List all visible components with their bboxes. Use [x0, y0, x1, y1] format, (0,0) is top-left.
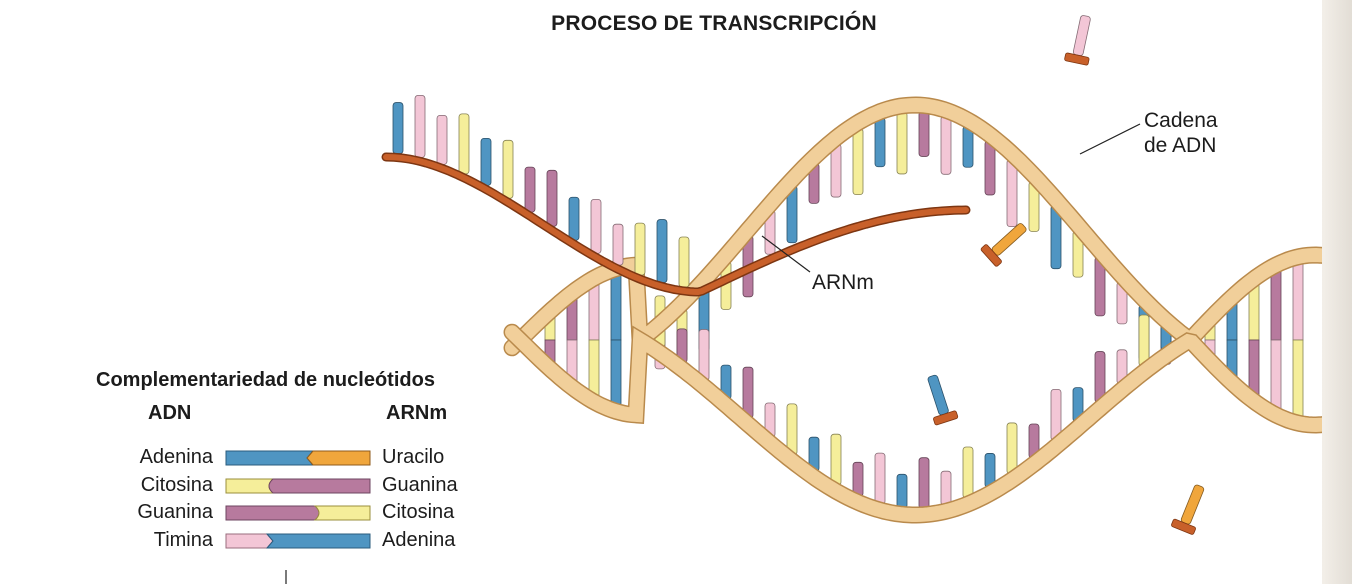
- legend-pair-cytosine-guanine: Citosina Guanina: [0, 473, 520, 501]
- legend-title: Complementariedad de nucleótidos: [96, 369, 435, 391]
- pair-bar-thymine-adenine: [225, 533, 371, 549]
- dna-base: [830, 433, 842, 486]
- mrna-base: [524, 166, 536, 213]
- pair-bar-cytosine-guanine: [225, 478, 371, 494]
- dna-base: [610, 274, 622, 341]
- mrna-base: [590, 198, 602, 254]
- dna-base: [984, 140, 996, 196]
- free-nucleotide-base: [991, 223, 1027, 256]
- dna-base: [962, 125, 974, 168]
- legend-pair-adenine-uracil: Adenina Uracilo: [0, 445, 520, 473]
- mrna-base: [656, 219, 668, 283]
- dna-base: [918, 457, 930, 510]
- mrna-backbone: [383, 154, 969, 296]
- page-edge: [1322, 0, 1352, 584]
- dna-base: [1292, 262, 1304, 341]
- dna-callout-leader: [1079, 123, 1141, 155]
- dna-base: [1248, 339, 1260, 396]
- mrna-base: [480, 137, 492, 186]
- dna-base: [1138, 314, 1150, 367]
- mrna-base: [634, 222, 646, 276]
- dna-double-helix: [503, 96, 1333, 524]
- free-nucleotide: [927, 374, 959, 426]
- dna-base: [896, 473, 908, 509]
- mrna-strand: [381, 95, 971, 297]
- diagram-title: PROCESO DE TRANSCRIPCIÓN: [551, 12, 877, 35]
- dna-strand-label: Cadena de ADN: [1144, 108, 1234, 158]
- pair-bar-adenine-uracil: [225, 450, 371, 466]
- legend-dna-header: ADN: [148, 402, 192, 424]
- mrna-base: [458, 113, 470, 175]
- dna-base: [896, 111, 908, 175]
- dna-base: [918, 111, 930, 157]
- free-nucleotide: [1171, 484, 1205, 535]
- dna-base: [610, 339, 622, 406]
- dna-base: [1270, 270, 1282, 341]
- legend-mrna-base: Citosina: [382, 501, 455, 523]
- free-nucleotide: [980, 223, 1027, 267]
- legend-dna-base: Adenina: [139, 446, 213, 468]
- free-nucleotide-base: [927, 374, 949, 416]
- legend-pair-guanine-cytosine: Guanina Citosina: [0, 500, 520, 528]
- dna-base: [874, 452, 886, 505]
- legend-mrna-base: Guanina: [382, 474, 458, 496]
- legend-dna-base: Timina: [153, 529, 213, 551]
- legend-pair-thymine-adenine: Timina Adenina: [0, 528, 520, 556]
- dna-base-pairs: [544, 111, 1304, 510]
- mrna-base: [414, 95, 426, 158]
- dna-base: [852, 461, 864, 497]
- dna-base: [588, 283, 600, 341]
- dna-strand-label-line1: Cadena: [1144, 109, 1218, 132]
- legend-dna-base: Guanina: [137, 501, 213, 523]
- dna-base: [1006, 159, 1018, 228]
- dna-base: [852, 128, 864, 196]
- free-nucleotide-cap: [933, 410, 959, 426]
- mrna-base: [502, 139, 514, 199]
- dna-ribbon: [505, 325, 1331, 522]
- dna-base: [962, 446, 974, 499]
- legend-mrna-header: ARNm: [386, 402, 448, 424]
- dna-base: [588, 339, 600, 397]
- free-nucleotides: [927, 15, 1205, 535]
- dna-base: [1248, 284, 1260, 341]
- mrna-backbone-edge: [381, 152, 971, 297]
- mrna-base: [612, 223, 624, 266]
- legend-mrna-base: Uracilo: [382, 446, 445, 468]
- dna-strand-label-line2: de ADN: [1144, 134, 1217, 157]
- dna-base: [940, 115, 952, 175]
- callout-leaders: [285, 123, 1141, 584]
- free-nucleotide-base: [1180, 484, 1205, 525]
- dna-base: [1006, 422, 1018, 475]
- dna-base: [940, 470, 952, 506]
- legend-dna-base: Citosina: [140, 474, 213, 496]
- dna-base: [874, 117, 886, 168]
- dna-base: [1270, 339, 1282, 410]
- mrna-label: ARNm: [812, 271, 874, 294]
- mrna-base: [436, 114, 448, 165]
- legend-mrna-base: Adenina: [382, 529, 456, 551]
- free-nucleotide: [1064, 15, 1091, 66]
- mrna-base: [568, 196, 580, 241]
- free-nucleotide-base: [1072, 15, 1091, 57]
- mrna-base: [678, 236, 690, 288]
- pair-bar-guanine-cytosine: [225, 505, 371, 521]
- mrna-base: [392, 102, 404, 154]
- free-nucleotide-cap: [980, 244, 1002, 267]
- dna-base: [1292, 339, 1304, 418]
- free-nucleotide-cap: [1064, 52, 1090, 66]
- mrna-base: [546, 169, 558, 227]
- mrna-callout-leader: [761, 235, 811, 273]
- free-nucleotide-cap: [1171, 518, 1196, 535]
